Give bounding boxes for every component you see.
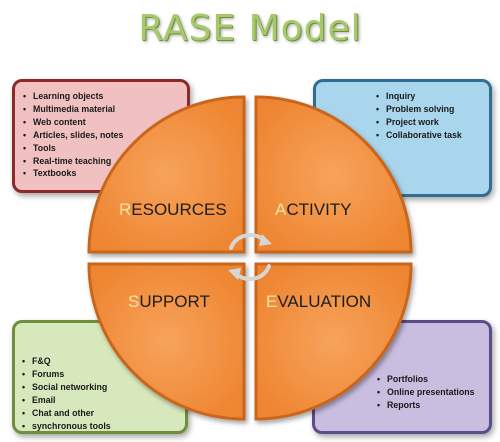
evaluation-label: EVALUATION — [266, 292, 371, 311]
page-title: RASE Model — [138, 8, 362, 49]
evaluation-quadrant — [254, 262, 413, 421]
list-item: Online presentations — [377, 386, 475, 399]
list-item: Multimedia material — [23, 103, 123, 116]
circular-refresh-arrows-icon — [228, 233, 272, 281]
list-item: synchronous tools — [22, 420, 111, 433]
evaluation-list: PortfoliosOnline presentationsReports — [377, 373, 475, 412]
list-item: Chat and other — [22, 407, 111, 420]
resources-list: Learning objectsMultimedia materialWeb c… — [23, 90, 123, 180]
support-quadrant — [87, 262, 246, 421]
list-item: F&Q — [22, 355, 111, 368]
list-item: Learning objects — [23, 90, 123, 103]
list-item: Real-time teaching — [23, 155, 123, 168]
list-item: Inquiry — [376, 90, 462, 103]
resources-quadrant — [87, 95, 246, 254]
list-item: Tools — [23, 142, 123, 155]
activity-quadrant — [254, 95, 413, 254]
activity-label: ACTIVITY — [275, 200, 352, 219]
list-item: Textbooks — [23, 167, 123, 180]
list-item: Reports — [377, 399, 475, 412]
support-list: F&QForumsSocial networkingEmailChat and … — [22, 355, 111, 432]
list-item: Email — [22, 394, 111, 407]
list-item: Forums — [22, 368, 111, 381]
activity-list: InquiryProblem solvingProject workCollab… — [376, 90, 462, 142]
list-item: Portfolios — [377, 373, 475, 386]
list-item: Articles, slides, notes — [23, 129, 123, 142]
list-item: Project work — [376, 116, 462, 129]
support-label: SUPPORT — [128, 292, 210, 311]
list-item: Social networking — [22, 381, 111, 394]
list-item: Web content — [23, 116, 123, 129]
list-item: Collaborative task — [376, 129, 462, 142]
resources-label: RESOURCES — [119, 200, 227, 219]
list-item: Problem solving — [376, 103, 462, 116]
